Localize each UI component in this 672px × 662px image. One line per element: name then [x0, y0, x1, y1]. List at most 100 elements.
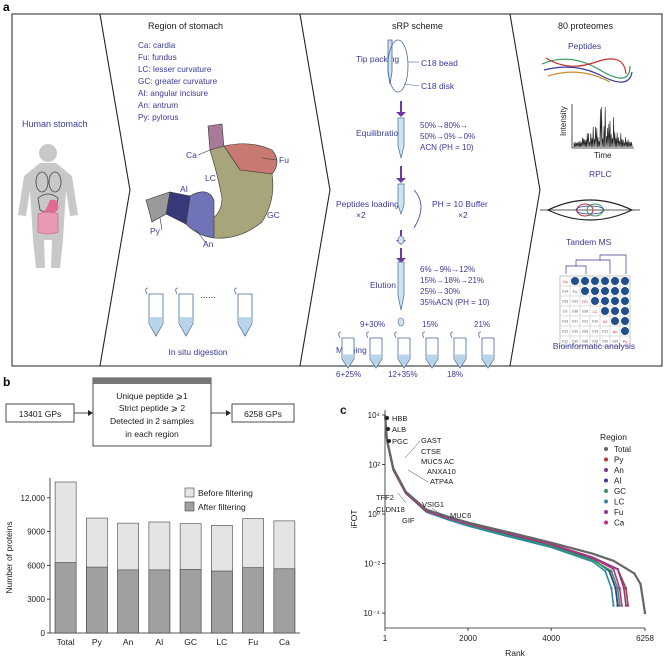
elution-step: 35%ACN (PH = 10): [420, 298, 490, 307]
region-title: Region of stomach: [148, 21, 223, 31]
x-tick-label: AI: [155, 637, 163, 647]
arrow-head: [396, 112, 406, 117]
eq-step: 50%→80%→: [420, 121, 468, 130]
tube-icon: [450, 331, 467, 369]
tube-liquid: [427, 354, 437, 367]
tip-icon: [387, 39, 409, 93]
legend-label: Total: [614, 445, 631, 454]
tube-liquid: [483, 354, 493, 367]
matrix-dot: [611, 317, 619, 325]
legend-line: Py: pylorus: [138, 113, 179, 122]
matrix-value: 0.88: [582, 340, 588, 344]
matrix-value: 0.93: [562, 300, 568, 304]
legend-line: Ca: cardia: [138, 41, 176, 50]
input-count: 13401 GPs: [19, 409, 62, 419]
merge-top-labels: 9+30% 15% 21%: [360, 320, 490, 329]
gene-annotation: ANXA10: [427, 467, 456, 476]
legend-line: Fu: fundus: [138, 53, 177, 62]
elution-step: 15%→18%→21%: [420, 276, 484, 285]
matrix-dot: [601, 307, 609, 315]
frame-srp: [299, 13, 541, 367]
matrix-dot: [611, 297, 619, 305]
merge-label: 9+30%: [360, 320, 385, 329]
matrix-dot: [621, 287, 629, 295]
tube-liquid: [371, 354, 381, 367]
digestion-tubes: [145, 287, 253, 337]
data-point: [626, 604, 630, 607]
x-tick-label: 1: [383, 634, 388, 643]
legend-marker: [604, 447, 608, 451]
equilibration-label: Equilibration: [356, 128, 403, 138]
legend-marker: [604, 468, 608, 472]
peptides-label: Peptides: [568, 41, 601, 51]
matrix-dot: [591, 287, 599, 295]
tube-cap: [175, 287, 179, 295]
elution-step: 6%→9%→12%: [420, 265, 475, 274]
legend-label: AI: [614, 477, 622, 486]
human-silhouette-icon: [18, 144, 78, 268]
tube-icon: [234, 287, 253, 337]
merge-label: 6+25%: [336, 370, 361, 379]
x-tick-label: Py: [92, 637, 103, 647]
data-point: [643, 611, 647, 615]
data-point: [620, 604, 624, 607]
y-axis-label: iFOT: [349, 510, 359, 529]
y-tick-label: 0: [41, 629, 46, 638]
peptides-icon: [541, 57, 633, 83]
proteomes-title: 80 proteomes: [558, 21, 614, 31]
x-tick-label: 4000: [542, 634, 560, 643]
tube-icon: [338, 331, 355, 369]
output-count-box: [231, 403, 295, 423]
y-tick-label: 9000: [27, 528, 45, 537]
c18-leaders: [403, 61, 420, 87]
srp-title: sRP scheme: [392, 21, 443, 31]
merge-label: 21%: [474, 320, 490, 329]
legend-marker: [604, 478, 608, 483]
tube-liquid: [239, 317, 251, 335]
label-py: Py: [150, 226, 161, 236]
merge-label: 12+35%: [388, 370, 418, 379]
intensity-label: Intensity: [559, 106, 568, 136]
stomach-diagram: [145, 123, 278, 239]
data-point: [616, 604, 619, 607]
matrix-value: 0.91: [572, 320, 578, 324]
label-gc: GC: [267, 210, 280, 220]
y-tick-label: 12,000: [21, 494, 46, 503]
peptides-loading-times: ×2: [356, 210, 366, 220]
matrix-label: AI: [603, 319, 607, 324]
series-line-total: [383, 414, 647, 614]
panel-a-frames: [11, 13, 663, 367]
label-ca: Ca: [186, 150, 197, 160]
legend-swatch-after: [184, 501, 195, 512]
matrix-label: GC: [582, 299, 588, 304]
legend-marker: [604, 489, 608, 493]
gene-point: [387, 439, 391, 443]
legend-title: Region: [600, 432, 627, 442]
matrix-cell: [619, 335, 631, 347]
gene-point: [386, 427, 390, 431]
bar-after-filtering: [242, 567, 264, 634]
gene-annotation: CTSE: [421, 447, 441, 456]
tube-liquid: [180, 317, 192, 335]
matrix-dot: [601, 277, 609, 285]
x-tick-label: 6258: [636, 634, 654, 643]
human-stomach-title: Human stomach: [22, 119, 88, 129]
c18-disk-label: C18 disk: [421, 81, 455, 91]
tube-cap: [422, 331, 426, 339]
legend-marker: [604, 520, 608, 525]
matrix-dot: [581, 287, 589, 295]
legend-label: GC: [614, 487, 626, 496]
matrix-value: 0.90: [592, 320, 598, 324]
y-tick-label: 10⁻²: [364, 560, 380, 569]
matrix-dot: [621, 277, 629, 285]
data-point: [603, 569, 607, 573]
merge-label: 15%: [422, 320, 438, 329]
legend-line: AI: angular incisure: [138, 89, 209, 98]
stomach-leader-lines: [159, 149, 278, 244]
legend-label: Before filtering: [198, 488, 253, 498]
time-label: Time: [594, 151, 612, 160]
bar-after-filtering: [54, 562, 77, 634]
matrix-dot: [621, 327, 629, 335]
elution-steps: 6%→9%→12% 15%→18%→21% 25%→30% 35%ACN (PH…: [420, 265, 490, 307]
